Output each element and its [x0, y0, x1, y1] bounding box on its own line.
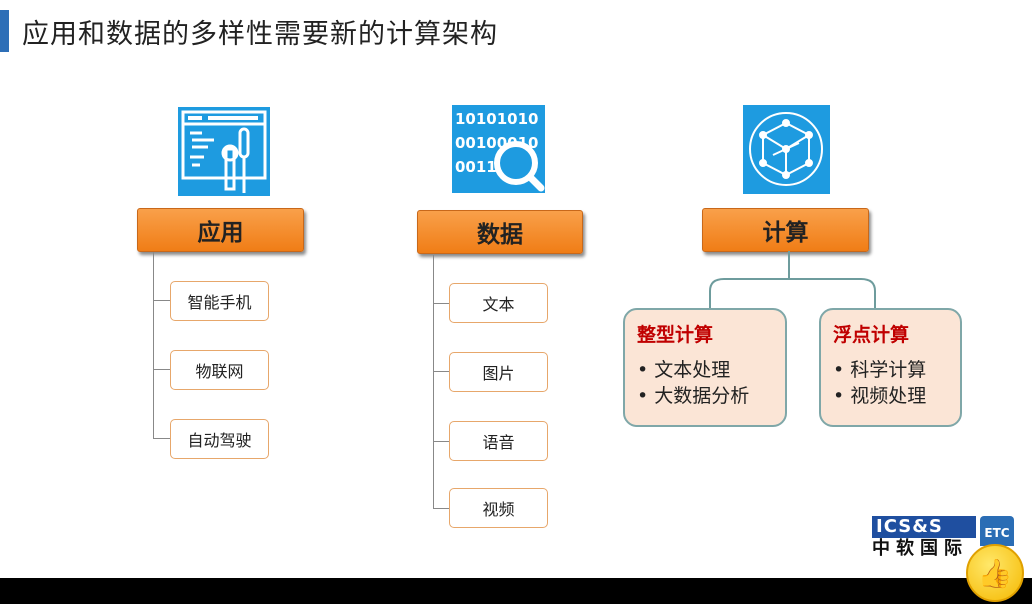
compute-connector — [709, 251, 876, 308]
card-item: • 科学计算 — [833, 359, 927, 381]
data-item-image: 图片 — [449, 352, 548, 392]
data-tree-line — [433, 255, 434, 508]
connector — [153, 300, 170, 301]
app-tree-line — [153, 252, 154, 438]
app-tools-icon — [178, 107, 270, 196]
thumbs-up-button[interactable]: 👍 — [966, 544, 1024, 602]
connector — [153, 369, 170, 370]
network-chip-icon — [743, 105, 830, 194]
etc-badge: ETC — [980, 516, 1014, 546]
connector — [433, 441, 449, 442]
data-search-icon: 10101010 00100010 0011 — [452, 105, 545, 193]
data-item-voice: 语音 — [449, 421, 548, 461]
company-logo: ICS&S 中软国际 — [872, 516, 976, 560]
data-category-box: 数据 — [417, 210, 583, 254]
thumbs-up-icon: 👍 — [977, 556, 1013, 590]
app-category-box: 应用 — [137, 208, 304, 252]
logo-sub-text: 中软国际 — [872, 538, 968, 559]
card-title: 浮点计算 — [833, 324, 910, 346]
connector — [433, 371, 449, 372]
card-item: • 视频处理 — [833, 385, 927, 407]
logo-main-text: ICS&S — [872, 516, 976, 538]
data-item-video: 视频 — [449, 488, 548, 528]
connector — [433, 508, 449, 509]
app-item-smartphone: 智能手机 — [170, 281, 269, 321]
bottom-bar — [0, 578, 1032, 604]
integer-compute-card: 整型计算 • 文本处理 • 大数据分析 — [623, 308, 787, 427]
float-compute-card: 浮点计算 • 科学计算 • 视频处理 — [819, 308, 962, 427]
card-item: • 大数据分析 — [637, 385, 750, 407]
binary-text: 10101010 — [455, 110, 539, 128]
page-title: 应用和数据的多样性需要新的计算架构 — [22, 19, 498, 50]
compute-category-box: 计算 — [702, 208, 869, 252]
data-item-text: 文本 — [449, 283, 548, 323]
connector — [433, 303, 449, 304]
binary-text: 0011 — [455, 158, 497, 176]
title-accent-bar — [0, 10, 9, 52]
card-title: 整型计算 — [637, 324, 714, 346]
connector — [153, 438, 170, 439]
app-item-iot: 物联网 — [170, 350, 269, 390]
app-item-autonomous-driving: 自动驾驶 — [170, 419, 269, 459]
card-item: • 文本处理 — [637, 359, 731, 381]
